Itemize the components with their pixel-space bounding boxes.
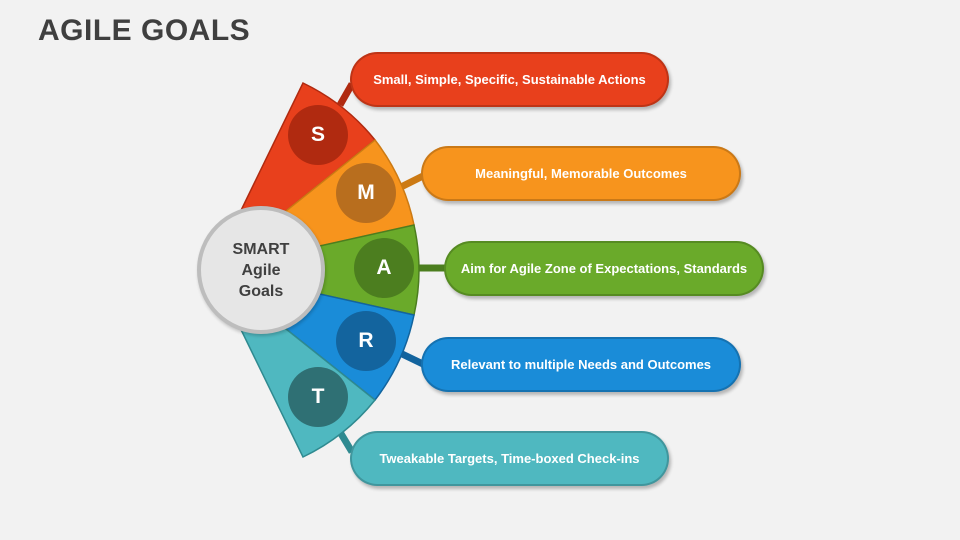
center-line-3: Goals xyxy=(238,282,284,300)
pill-t-text: Tweakable Targets, Time-boxed Check-ins xyxy=(379,451,640,466)
pill-a: Aim for Agile Zone of Expectations, Stan… xyxy=(444,241,764,296)
pill-t: Tweakable Targets, Time-boxed Check-ins xyxy=(350,431,669,486)
letter-a: A xyxy=(376,256,392,279)
pill-r: Relevant to multiple Needs and Outcomes xyxy=(421,337,741,392)
letter-r: R xyxy=(358,329,374,352)
letter-t: T xyxy=(311,385,325,408)
letter-t-badge: T xyxy=(288,367,348,427)
pill-a-text: Aim for Agile Zone of Expectations, Stan… xyxy=(460,261,748,276)
letter-s: S xyxy=(310,123,325,146)
letter-a-badge: A xyxy=(354,238,414,298)
letter-r-badge: R xyxy=(336,311,396,371)
pill-s-text: Small, Simple, Specific, Sustainable Act… xyxy=(373,72,646,87)
pill-r-text: Relevant to multiple Needs and Outcomes xyxy=(450,357,712,372)
letter-m: M xyxy=(357,181,375,204)
center-circle: SMART Agile Goals xyxy=(197,206,325,334)
pill-s: Small, Simple, Specific, Sustainable Act… xyxy=(350,52,669,107)
letter-s-badge: S xyxy=(288,105,348,165)
center-line-2: Agile xyxy=(241,261,281,279)
center-line-1: SMART xyxy=(232,240,290,258)
connector-s xyxy=(336,82,356,107)
pill-m: Meaningful, Memorable Outcomes xyxy=(421,146,741,201)
pill-m-text: Meaningful, Memorable Outcomes xyxy=(475,166,687,181)
page-title: AGILE GOALS xyxy=(38,14,251,47)
connector-t xyxy=(336,430,356,454)
letter-m-badge: M xyxy=(336,163,396,223)
